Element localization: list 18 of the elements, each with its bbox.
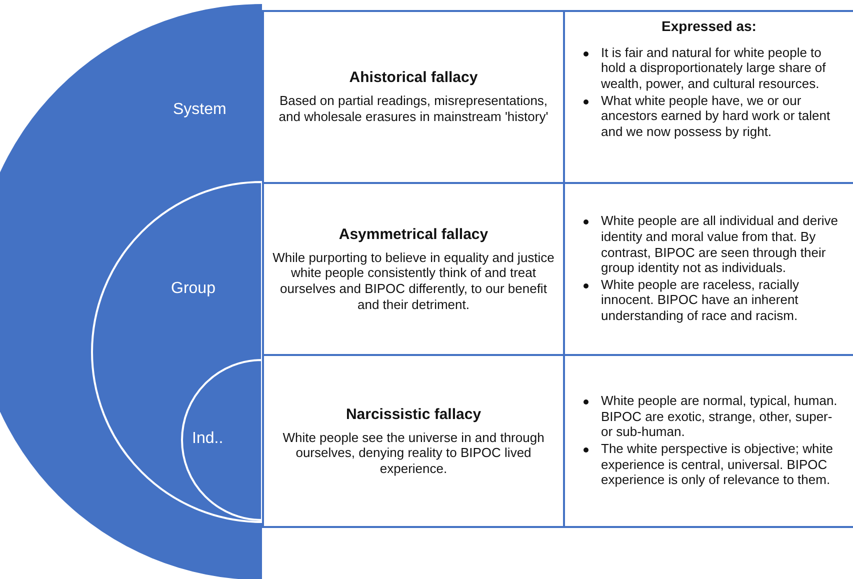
bullet-text: White people are normal, typical, human. BIPOC are exotic, strange, other, super- or sub-human. <box>601 393 838 440</box>
fallacy-heading: Ahistorical fallacy <box>348 69 479 88</box>
fallacy-heading: Asymmetrical fallacy <box>338 226 490 244</box>
fallacy-description: White people see the universe in and through ourselves, denying reality to BIPOC lived experience. <box>282 430 546 476</box>
bullet-text: White people are all individual and derive identity and moral value from that. By contrast, BIPOC are seen through their group identity not as individuals. <box>601 213 838 276</box>
bullet-text: What white people have, we or our ancestors earned by hard work or talent and we now possess by right. <box>601 92 830 139</box>
bullet-text: White people are raceless, racially innocent. BIPOC have an inherent understanding of race and racism. <box>601 276 799 323</box>
bullet-text: The white perspective is objective; white experience is central, universal. BIPOC experience is only of relevance to them. <box>601 441 833 488</box>
fallacy-description: Based on partial readings, misrepresentations, and wholesale erasures in mainstream 'history' <box>278 93 550 125</box>
bullet-text: It is fair and natural for white people to hold a disproportionately large share of wealth, power, and cultural resources. <box>601 44 826 91</box>
fallacy-heading: Narcissistic fallacy <box>344 406 482 424</box>
level-label: Group <box>171 280 216 298</box>
column-heading: Expressed as: <box>660 18 758 35</box>
level-label: System <box>173 101 226 119</box>
level-label: Ind.. <box>192 430 224 448</box>
fallacy-description: While purporting to believe in equality and justice white people consistently think of and treat ourselves and BIPOC differently, to our benefit and their detriment. <box>272 250 555 312</box>
table-cell <box>262 10 565 184</box>
table-cell <box>262 354 565 528</box>
